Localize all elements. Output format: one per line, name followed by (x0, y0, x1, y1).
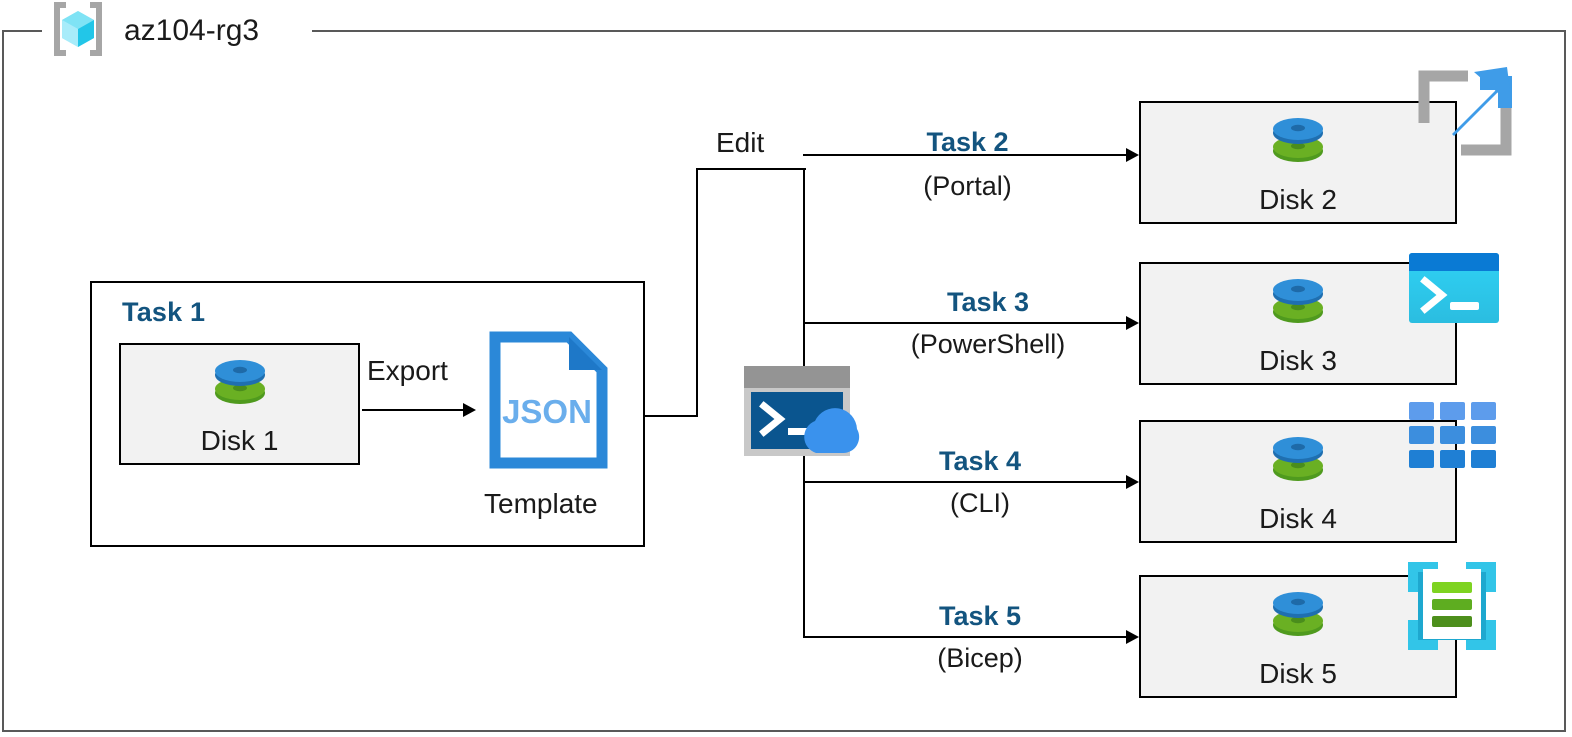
task2-edge-label: Task 2 (Portal) (855, 128, 1080, 202)
task4-method: (CLI) (950, 488, 1010, 519)
disk3-caption: Disk 3 (1259, 345, 1337, 376)
export-label: Export (367, 355, 448, 386)
task4-edge-label: Task 4 (CLI) (880, 447, 1080, 519)
json-file-icon: JSON (489, 331, 608, 474)
task5-arrow-head (1126, 630, 1139, 644)
disk2-caption: Disk 2 (1259, 184, 1337, 215)
task5-edge-label: Task 5 (Bicep) (880, 602, 1080, 674)
managed-disk-icon (1269, 115, 1327, 171)
managed-disk-icon (211, 357, 269, 413)
task5-method: (Bicep) (937, 643, 1023, 674)
resource-group-header: az104-rg3 (46, 1, 260, 60)
svg-text:JSON: JSON (502, 393, 592, 430)
edit-line-segment-h2 (696, 168, 806, 170)
task4-title: Task 4 (938, 446, 1022, 476)
resource-group-name: az104-rg3 (124, 14, 260, 47)
azure-cli-icon (1409, 402, 1497, 473)
resource-group-frame (2, 30, 1566, 732)
edit-line-segment-v (696, 168, 698, 417)
task2-title: Task 2 (926, 127, 1009, 157)
disk4-box: Disk 4 (1139, 420, 1457, 543)
disk1-caption: Disk 1 (200, 425, 279, 456)
disk3-box: Disk 3 (1139, 262, 1457, 385)
task5-title: Task 5 (938, 601, 1022, 631)
task3-title: Task 3 (946, 287, 1030, 317)
task3-edge-label: Task 3 (PowerShell) (868, 288, 1108, 360)
task5-arrow-line (803, 636, 1133, 638)
azure-portal-icon (1411, 60, 1519, 169)
task3-arrow-line (803, 322, 1133, 324)
managed-disk-icon (1269, 276, 1327, 332)
managed-disk-icon (1269, 589, 1327, 645)
disk5-caption: Disk 5 (1259, 658, 1337, 689)
disk4-caption: Disk 4 (1259, 503, 1337, 534)
disk5-box: Disk 5 (1139, 575, 1457, 698)
azure-resource-group-icon (46, 0, 110, 64)
edit-label: Edit (716, 127, 765, 158)
task2-arrow-head (1126, 148, 1139, 162)
task1-label: Task 1 (122, 297, 206, 327)
export-arrow-head (463, 403, 476, 417)
disk2-box: Disk 2 (1139, 101, 1457, 224)
edit-line-segment-h1 (645, 415, 698, 417)
powershell-icon (1408, 252, 1500, 329)
task4-arrow-head (1126, 475, 1139, 489)
task2-method: (Portal) (923, 171, 1012, 202)
task3-arrow-head (1126, 316, 1139, 330)
managed-disk-icon (1269, 434, 1327, 490)
cloud-shell-icon (744, 366, 866, 468)
bicep-icon (1404, 558, 1500, 659)
disk1-box: Disk 1 (119, 343, 360, 465)
task2-arrow-line (803, 154, 1133, 156)
export-arrow-line (362, 409, 465, 411)
task4-arrow-line (803, 481, 1133, 483)
template-caption: Template (484, 488, 598, 519)
task3-method: (PowerShell) (910, 329, 1066, 360)
